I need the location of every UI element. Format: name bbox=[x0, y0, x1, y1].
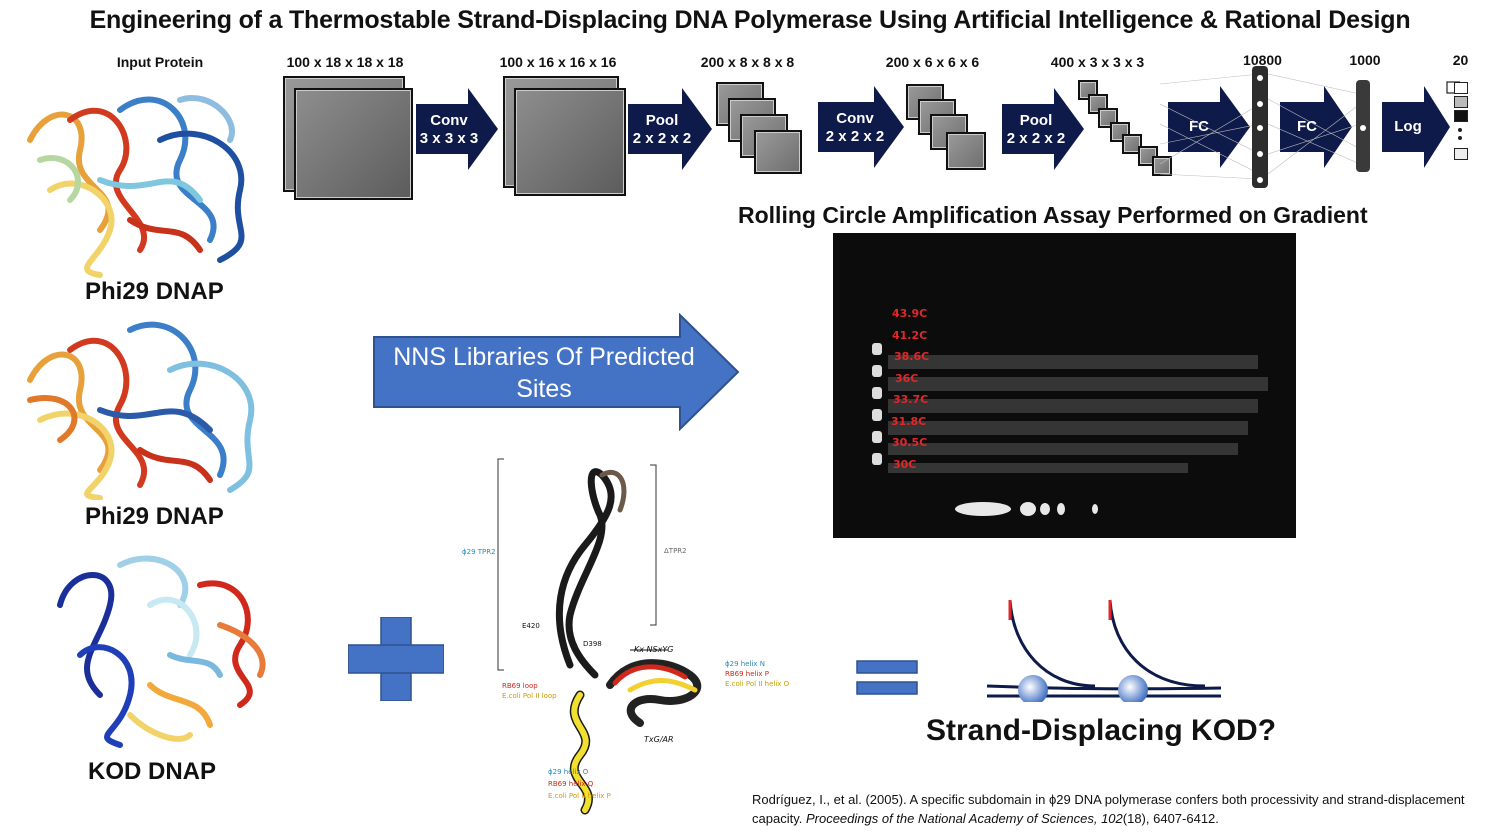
conv-arrow-1 bbox=[416, 88, 498, 170]
layer-dims-5: 400 x 3 x 3 x 3 bbox=[1050, 54, 1145, 70]
fully-connected-layers bbox=[1160, 66, 1460, 188]
fc-arrow-2 bbox=[1280, 86, 1352, 168]
label-rb69-loop: RB69 loop bbox=[502, 682, 538, 690]
label-rb69-helix-p: RB69 helix P bbox=[725, 670, 770, 678]
temp-label-3: 38.6C bbox=[894, 350, 930, 363]
citation-journal: Proceedings of the National Academy of S… bbox=[805, 811, 1098, 826]
temp-label-7: 30.5C bbox=[892, 436, 928, 449]
nns-arrow-label: NNS Libraries Of Predicted Sites bbox=[393, 343, 695, 403]
input-protein-label: Input Protein bbox=[116, 54, 204, 70]
layer-dims-3: 200 x 8 x 8 x 8 bbox=[700, 54, 795, 70]
layer-dims-2: 100 x 16 x 16 x 16 bbox=[499, 54, 617, 70]
protein-label-2: Phi29 DNAP bbox=[85, 503, 224, 530]
layer-dims-8: 20 bbox=[1452, 52, 1469, 68]
rca-title: Rolling Circle Amplification Assay Perfo… bbox=[738, 202, 1368, 228]
tpr2-structure-image bbox=[497, 458, 702, 815]
log-label: Log bbox=[1394, 118, 1422, 135]
layer-dims-1: 100 x 18 x 18 x 18 bbox=[286, 54, 404, 70]
page-title: Engineering of a Thermostable Strand-Dis… bbox=[89, 6, 1411, 34]
fc-label-1: FC bbox=[1189, 118, 1209, 135]
rca-gel-image: 43.9C 41.2C 38.6C 36C 33.7C 31.8C 30.5C … bbox=[833, 233, 1296, 538]
label-rb69-helix-q: RB69 helix Q bbox=[548, 780, 594, 788]
label-delta-tpr2: ΔTPR2 bbox=[664, 547, 687, 555]
temp-label-6: 31.8C bbox=[891, 415, 927, 428]
label-ecoli-helix-p: E.coli Pol II helix P bbox=[548, 792, 611, 800]
equals-icon bbox=[856, 660, 918, 695]
temp-label-8: 30C bbox=[893, 458, 917, 471]
layer-dims-7: 1000 bbox=[1349, 52, 1381, 68]
strand-displacement-diagram bbox=[986, 599, 1222, 702]
temp-label-5: 33.7C bbox=[893, 393, 929, 406]
phi29-structure-image-2 bbox=[27, 321, 255, 500]
label-motif-1: Kx NSxYG bbox=[634, 645, 674, 654]
protein-label-3: KOD DNAP bbox=[88, 758, 217, 785]
label-motif-2: TxG/AR bbox=[644, 735, 674, 744]
conv-arrow-2 bbox=[818, 86, 904, 168]
label-helix-n: ϕ29 helix N bbox=[725, 660, 765, 668]
protein-label-1: Phi29 DNAP bbox=[85, 278, 224, 305]
label-ecoli-helix-o: E.coli Pol II helix O bbox=[725, 680, 790, 688]
temp-label-1: 43.9C bbox=[892, 307, 928, 320]
citation: Rodríguez, I., et al. (2005). A specific… bbox=[752, 790, 1472, 828]
label-d398: D398 bbox=[583, 640, 602, 648]
plus-icon bbox=[348, 617, 444, 701]
label-ecoli-loop: E.coli Pol II loop bbox=[502, 692, 557, 700]
label-phi29-tpr2: ϕ29 TPR2 bbox=[462, 548, 496, 556]
pool-arrow-1 bbox=[628, 88, 712, 170]
label-e420: E420 bbox=[522, 622, 540, 630]
phi29-structure-image-1 bbox=[27, 95, 245, 278]
log-arrow bbox=[1382, 86, 1450, 168]
citation-pages: (18), 6407-6412. bbox=[1122, 811, 1219, 826]
layer-dims-6: 10800 bbox=[1243, 52, 1282, 68]
strand-displacing-kod-label: Strand-Displacing KOD? bbox=[926, 714, 1277, 747]
temp-label-2: 41.2C bbox=[892, 329, 928, 342]
kod-structure-image bbox=[57, 555, 266, 748]
label-helix-o: ϕ29 helix O bbox=[548, 768, 589, 776]
fc-arrow-1 bbox=[1168, 86, 1250, 168]
layer-dims-4: 200 x 6 x 6 x 6 bbox=[885, 54, 980, 70]
temp-label-4: 36C bbox=[895, 372, 919, 385]
nns-arrow bbox=[373, 313, 740, 431]
citation-volume: 102 bbox=[1101, 811, 1123, 826]
pool-arrow-2 bbox=[1002, 88, 1084, 170]
fc-label-2: FC bbox=[1297, 118, 1317, 135]
citation-authors: Rodríguez, I., et al. (2005). A specific… bbox=[752, 792, 1465, 826]
